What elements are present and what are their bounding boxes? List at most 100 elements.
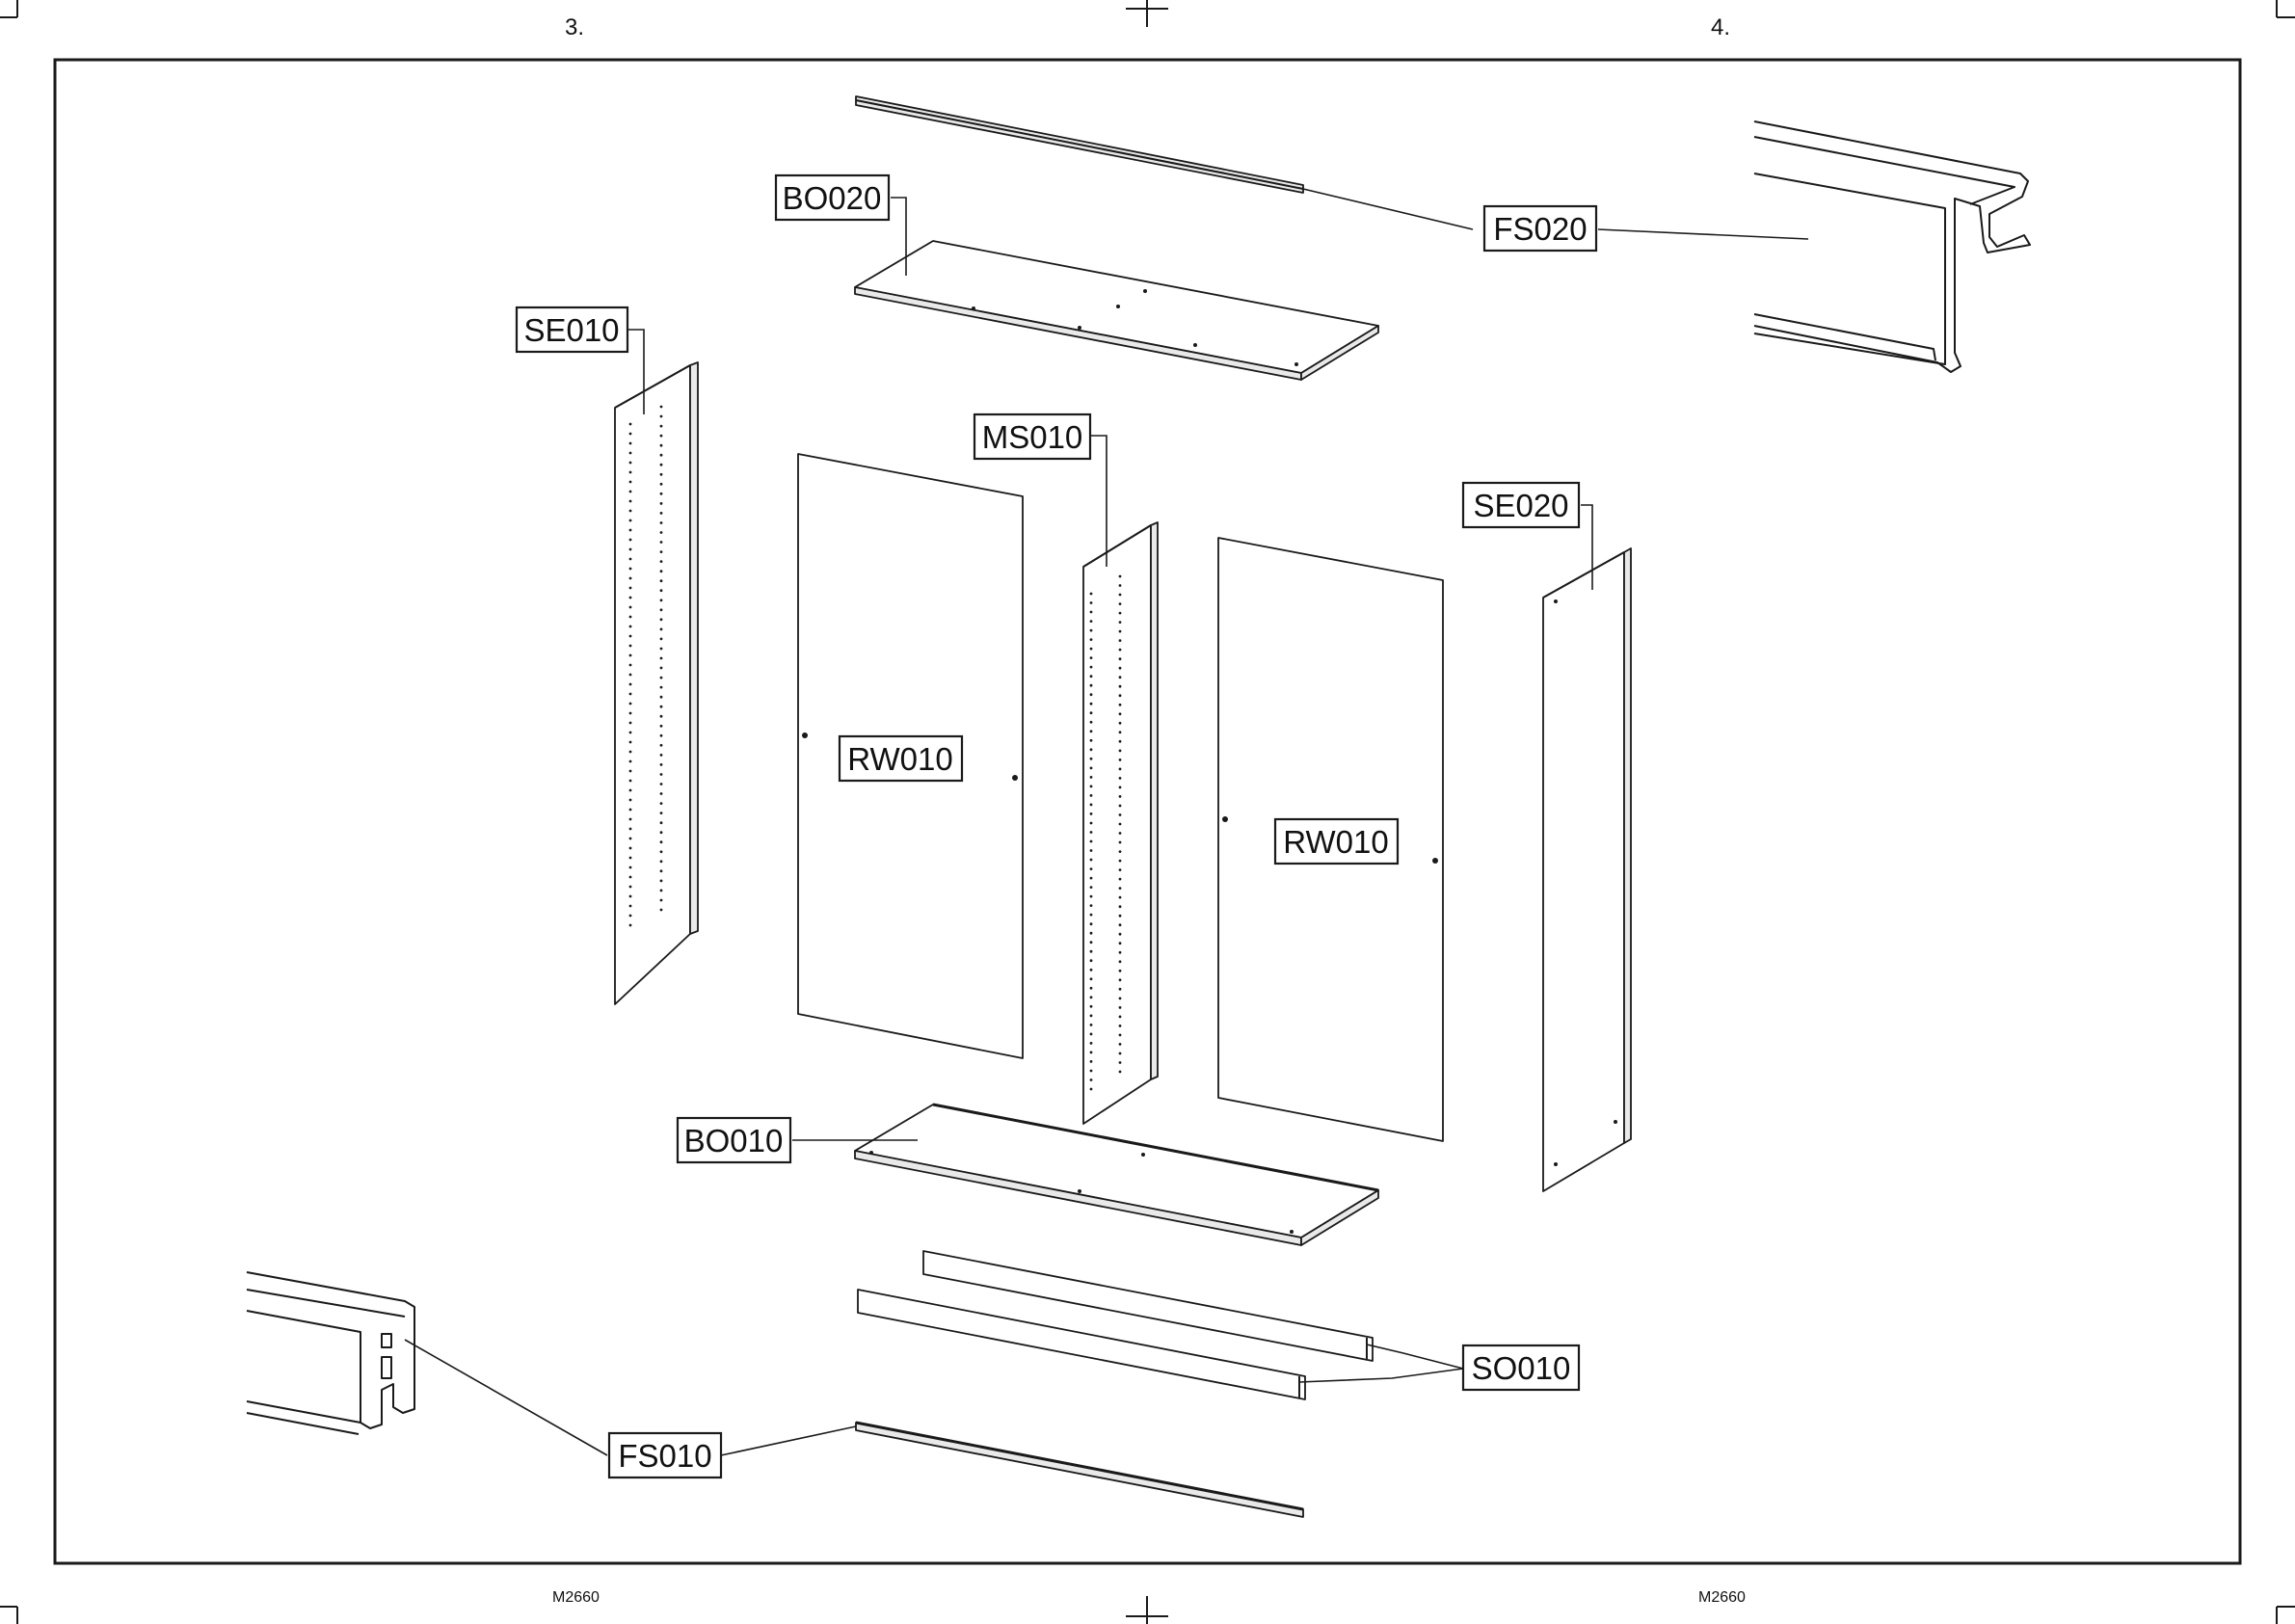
drill-hole bbox=[1090, 859, 1093, 862]
ms010-middle-divider bbox=[1083, 522, 1158, 1124]
drill-hole bbox=[1090, 1042, 1093, 1045]
drill-hole bbox=[1119, 1071, 1122, 1074]
drill-hole bbox=[629, 645, 632, 648]
drill-hole bbox=[1119, 722, 1122, 725]
drill-hole bbox=[629, 895, 632, 898]
fs020-profile-detail bbox=[1754, 121, 2030, 372]
drill-hole bbox=[1090, 977, 1093, 980]
drill-hole bbox=[629, 616, 632, 619]
drill-hole bbox=[1119, 923, 1122, 926]
drill-hole bbox=[1090, 1052, 1093, 1054]
drill-hole bbox=[1090, 1078, 1093, 1081]
drill-hole bbox=[629, 664, 632, 667]
drill-hole bbox=[629, 462, 632, 465]
drill-hole bbox=[1090, 904, 1093, 907]
drill-hole bbox=[1090, 804, 1093, 807]
drill-hole bbox=[660, 589, 663, 592]
drill-hole bbox=[1090, 730, 1093, 732]
drill-hole bbox=[660, 899, 663, 902]
label-fs020: FS020 bbox=[1484, 206, 1596, 251]
drill-hole bbox=[1119, 887, 1122, 890]
drill-hole bbox=[1119, 905, 1122, 908]
drill-hole bbox=[1119, 594, 1122, 597]
label-bo020: BO020 bbox=[776, 175, 889, 220]
drill-hole bbox=[660, 802, 663, 805]
drill-hole bbox=[629, 471, 632, 474]
drill-hole bbox=[660, 618, 663, 621]
drill-hole bbox=[660, 512, 663, 515]
drill-hole bbox=[660, 783, 663, 785]
drill-hole bbox=[629, 481, 632, 484]
drill-hole bbox=[660, 444, 663, 447]
drill-hole bbox=[629, 654, 632, 657]
drill-hole bbox=[1090, 1024, 1093, 1026]
drill-hole bbox=[660, 706, 663, 708]
drill-hole bbox=[629, 799, 632, 802]
drill-hole bbox=[1090, 895, 1093, 898]
drill-hole bbox=[629, 433, 632, 436]
drill-hole bbox=[1119, 740, 1122, 743]
drill-hole bbox=[1119, 896, 1122, 899]
drill-hole bbox=[1090, 721, 1093, 724]
se010-left-side-panel bbox=[615, 362, 698, 1004]
drill-hole bbox=[1119, 805, 1122, 808]
drill-hole bbox=[1119, 933, 1122, 936]
drill-hole bbox=[1090, 831, 1093, 834]
label-se020: SE020 bbox=[1463, 483, 1579, 527]
drill-hole bbox=[1090, 620, 1093, 623]
drill-hole bbox=[660, 860, 663, 863]
drill-hole bbox=[660, 744, 663, 747]
drill-hole bbox=[1090, 959, 1093, 962]
svg-text:RW010: RW010 bbox=[847, 741, 952, 777]
drill-hole bbox=[629, 548, 632, 551]
drill-hole bbox=[1119, 942, 1122, 945]
svg-text:RW010: RW010 bbox=[1283, 824, 1388, 860]
drill-hole bbox=[1090, 739, 1093, 742]
drill-hole bbox=[1090, 849, 1093, 852]
drill-hole bbox=[1119, 712, 1122, 715]
drill-hole bbox=[1119, 1043, 1122, 1046]
drill-hole bbox=[1119, 649, 1122, 652]
drill-hole bbox=[1090, 877, 1093, 880]
drill-hole bbox=[660, 667, 663, 670]
drill-hole bbox=[1119, 777, 1122, 780]
drill-hole bbox=[629, 732, 632, 734]
svg-text:SE010: SE010 bbox=[523, 312, 619, 348]
drill-hole bbox=[1119, 850, 1122, 853]
drill-hole bbox=[1119, 704, 1122, 706]
drill-hole bbox=[1119, 868, 1122, 871]
svg-text:FS010: FS010 bbox=[618, 1438, 711, 1474]
svg-text:SE020: SE020 bbox=[1473, 488, 1568, 523]
drill-hole bbox=[629, 626, 632, 628]
svg-text:FS020: FS020 bbox=[1493, 211, 1587, 247]
drill-hole bbox=[1119, 1025, 1122, 1027]
drill-hole bbox=[1090, 758, 1093, 760]
drill-hole bbox=[1090, 1070, 1093, 1073]
drill-hole bbox=[1119, 998, 1122, 1000]
drill-hole bbox=[1090, 914, 1093, 917]
drill-hole bbox=[629, 703, 632, 706]
drill-hole bbox=[1090, 611, 1093, 614]
drill-hole bbox=[660, 890, 663, 892]
drill-hole bbox=[629, 558, 632, 561]
drill-hole bbox=[1119, 960, 1122, 963]
fs020-rail bbox=[856, 96, 1303, 193]
drill-hole bbox=[1119, 1006, 1122, 1009]
drill-hole bbox=[629, 789, 632, 792]
drill-hole bbox=[660, 763, 663, 766]
drill-hole bbox=[660, 483, 663, 486]
drill-hole bbox=[1090, 656, 1093, 659]
drill-hole bbox=[660, 473, 663, 476]
drill-hole bbox=[629, 568, 632, 571]
drill-hole bbox=[1119, 878, 1122, 881]
drill-hole bbox=[1090, 666, 1093, 669]
drill-hole bbox=[629, 838, 632, 840]
drill-hole bbox=[660, 812, 663, 814]
drill-hole bbox=[629, 915, 632, 918]
drill-hole bbox=[1119, 915, 1122, 918]
drill-hole bbox=[660, 686, 663, 689]
drill-hole bbox=[629, 452, 632, 455]
drill-hole bbox=[660, 415, 663, 418]
drill-hole bbox=[1119, 575, 1122, 578]
